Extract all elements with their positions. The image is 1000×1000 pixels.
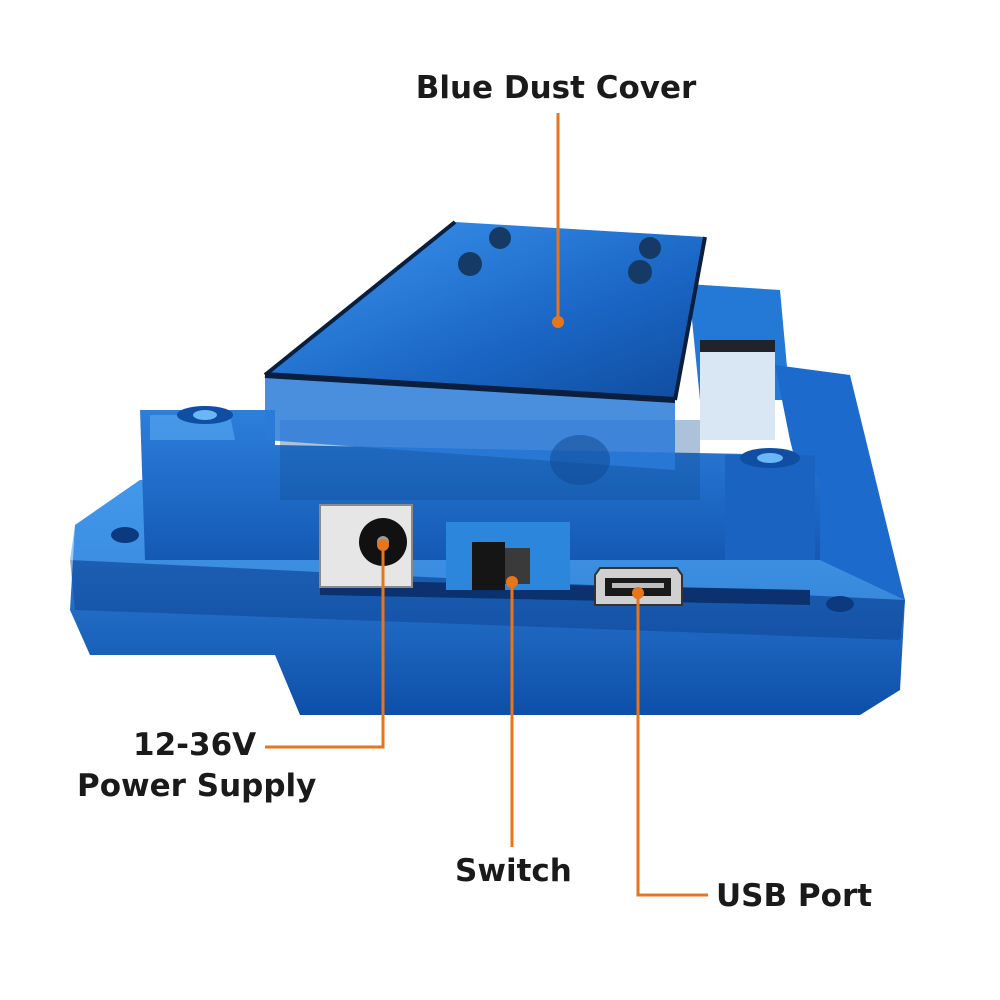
front-panel — [320, 580, 810, 605]
callout-lines — [265, 113, 708, 897]
label-usb-port: USB Port — [716, 878, 873, 914]
label-power-supply: Power Supply — [77, 768, 317, 804]
label-switch: Switch — [455, 853, 572, 889]
slide-switch-icon — [446, 522, 570, 590]
dc-jack-icon — [319, 504, 413, 588]
blue-dust-cover — [263, 220, 707, 485]
label-power-voltage: 12-36V — [133, 727, 257, 763]
label-blue-dust-cover: Blue Dust Cover — [415, 70, 697, 106]
callout-dot-icon — [377, 316, 644, 599]
